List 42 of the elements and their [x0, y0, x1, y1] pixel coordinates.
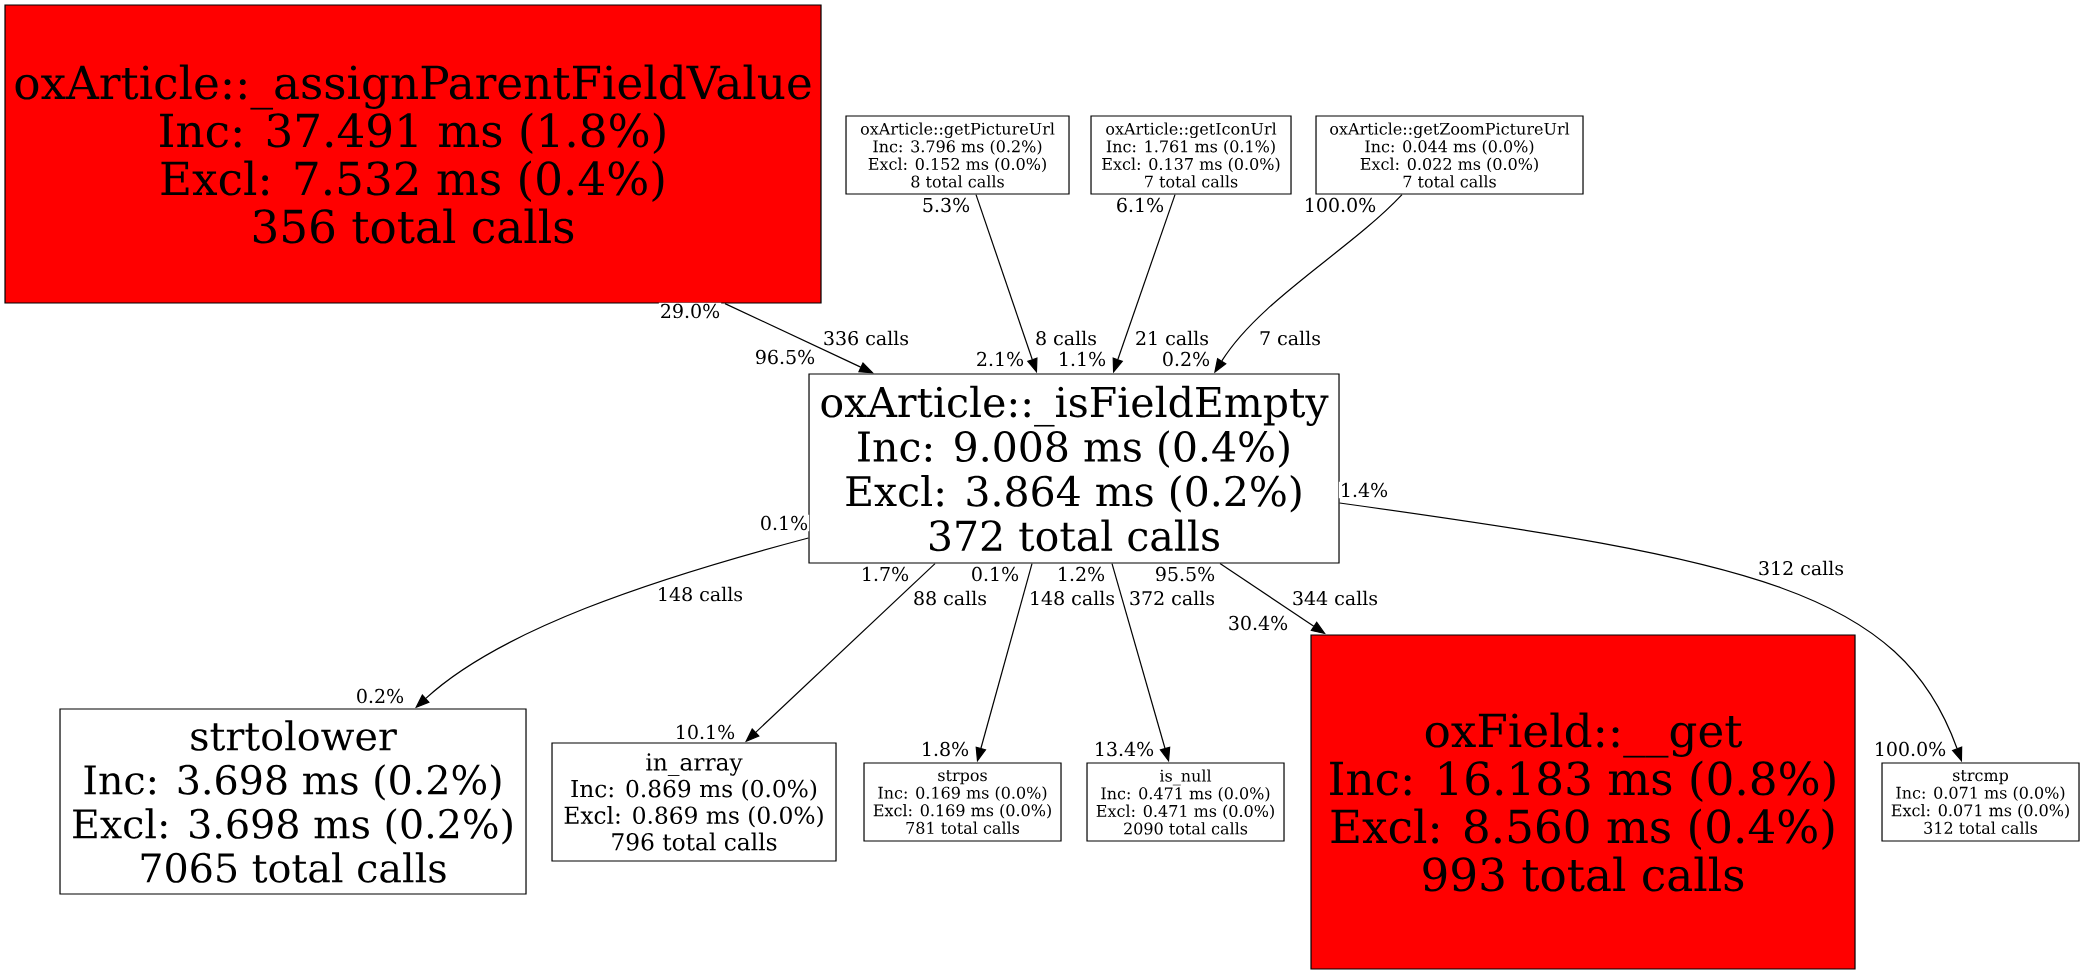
- percentage-label: 10.1%: [673, 723, 737, 741]
- percentage-label: 0.1%: [969, 565, 1021, 583]
- percentage-label: 100.0%: [1302, 196, 1378, 214]
- edge-label: 336 calls: [821, 329, 911, 347]
- edge-label: 372 calls: [1127, 589, 1217, 607]
- call-arrow: [1219, 563, 1326, 635]
- percentage-label: 13.4%: [1092, 740, 1156, 758]
- function-box: oxArticle::_isFieldEmpty Inc: 9.008 ms (0.4%) Excl: 3.864 ms (0.2%) 372 total calls: [808, 373, 1340, 564]
- edge-label: 148 calls: [655, 585, 745, 603]
- percentage-label: 1.2%: [1055, 565, 1107, 583]
- edge-label: 312 calls: [1756, 559, 1846, 577]
- percentage-label: 0.2%: [354, 687, 406, 705]
- percentage-label: 1.7%: [859, 565, 911, 583]
- percentage-label: 5.3%: [920, 196, 972, 214]
- percentage-label: 0.1%: [758, 514, 810, 532]
- edge-label: 344 calls: [1290, 589, 1380, 607]
- percentage-label: 1.8%: [919, 740, 971, 758]
- percentage-label: 6.1%: [1114, 196, 1166, 214]
- edge-label: 88 calls: [911, 589, 989, 607]
- edge-label: 148 calls: [1027, 589, 1117, 607]
- function-box: strcmp Inc: 0.071 ms (0.0%) Excl: 0.071 ms (0.0%) 312 total calls: [1881, 762, 2080, 842]
- edge-label: 8 calls: [1034, 329, 1098, 347]
- percentage-label: 1.4%: [1338, 481, 1390, 499]
- percentage-label: 0.2%: [1160, 350, 1212, 368]
- function-box: strpos Inc: 0.169 ms (0.0%) Excl: 0.169 ms (0.0%) 781 total calls: [863, 762, 1062, 842]
- percentage-label: 95.5%: [1153, 565, 1217, 583]
- function-box: oxArticle::getPictureUrl Inc: 3.796 ms (0.2%) Excl: 0.152 ms (0.0%) 8 total calls: [845, 115, 1070, 195]
- function-box: in_array Inc: 0.869 ms (0.0%) Excl: 0.869 ms (0.0%) 796 total calls: [551, 742, 837, 862]
- percentage-label: 1.1%: [1056, 350, 1108, 368]
- function-box: strtolower Inc: 3.698 ms (0.2%) Excl: 3.698 ms (0.2%) 7065 total calls: [59, 708, 527, 895]
- function-box: oxArticle::getIconUrl Inc: 1.761 ms (0.1%) Excl: 0.137 ms (0.0%) 7 total calls: [1090, 115, 1292, 195]
- call-arrow: [724, 303, 874, 374]
- percentage-label: 96.5%: [753, 348, 817, 366]
- edge-label: 21 calls: [1133, 329, 1211, 347]
- edge-label: 7 calls: [1258, 329, 1322, 347]
- percentage-label: 2.1%: [974, 350, 1026, 368]
- function-box: oxField::__get Inc: 16.183 ms (0.8%) Excl: 8.560 ms (0.4%) 993 total calls: [1310, 634, 1856, 970]
- percentage-label: 30.4%: [1226, 614, 1290, 632]
- function-box: oxArticle::getZoomPictureUrl Inc: 0.044 ms (0.0%) Excl: 0.022 ms (0.0%) 7 total calls: [1315, 115, 1584, 195]
- function-box: is_null Inc: 0.471 ms (0.0%) Excl: 0.471 ms (0.0%) 2090 total calls: [1086, 762, 1285, 842]
- percentage-label: 100.0%: [1872, 740, 1948, 758]
- function-box: oxArticle::_assignParentFieldValue Inc: 37.491 ms (1.8%) Excl: 7.532 ms (0.4%) 356 total calls: [4, 4, 822, 304]
